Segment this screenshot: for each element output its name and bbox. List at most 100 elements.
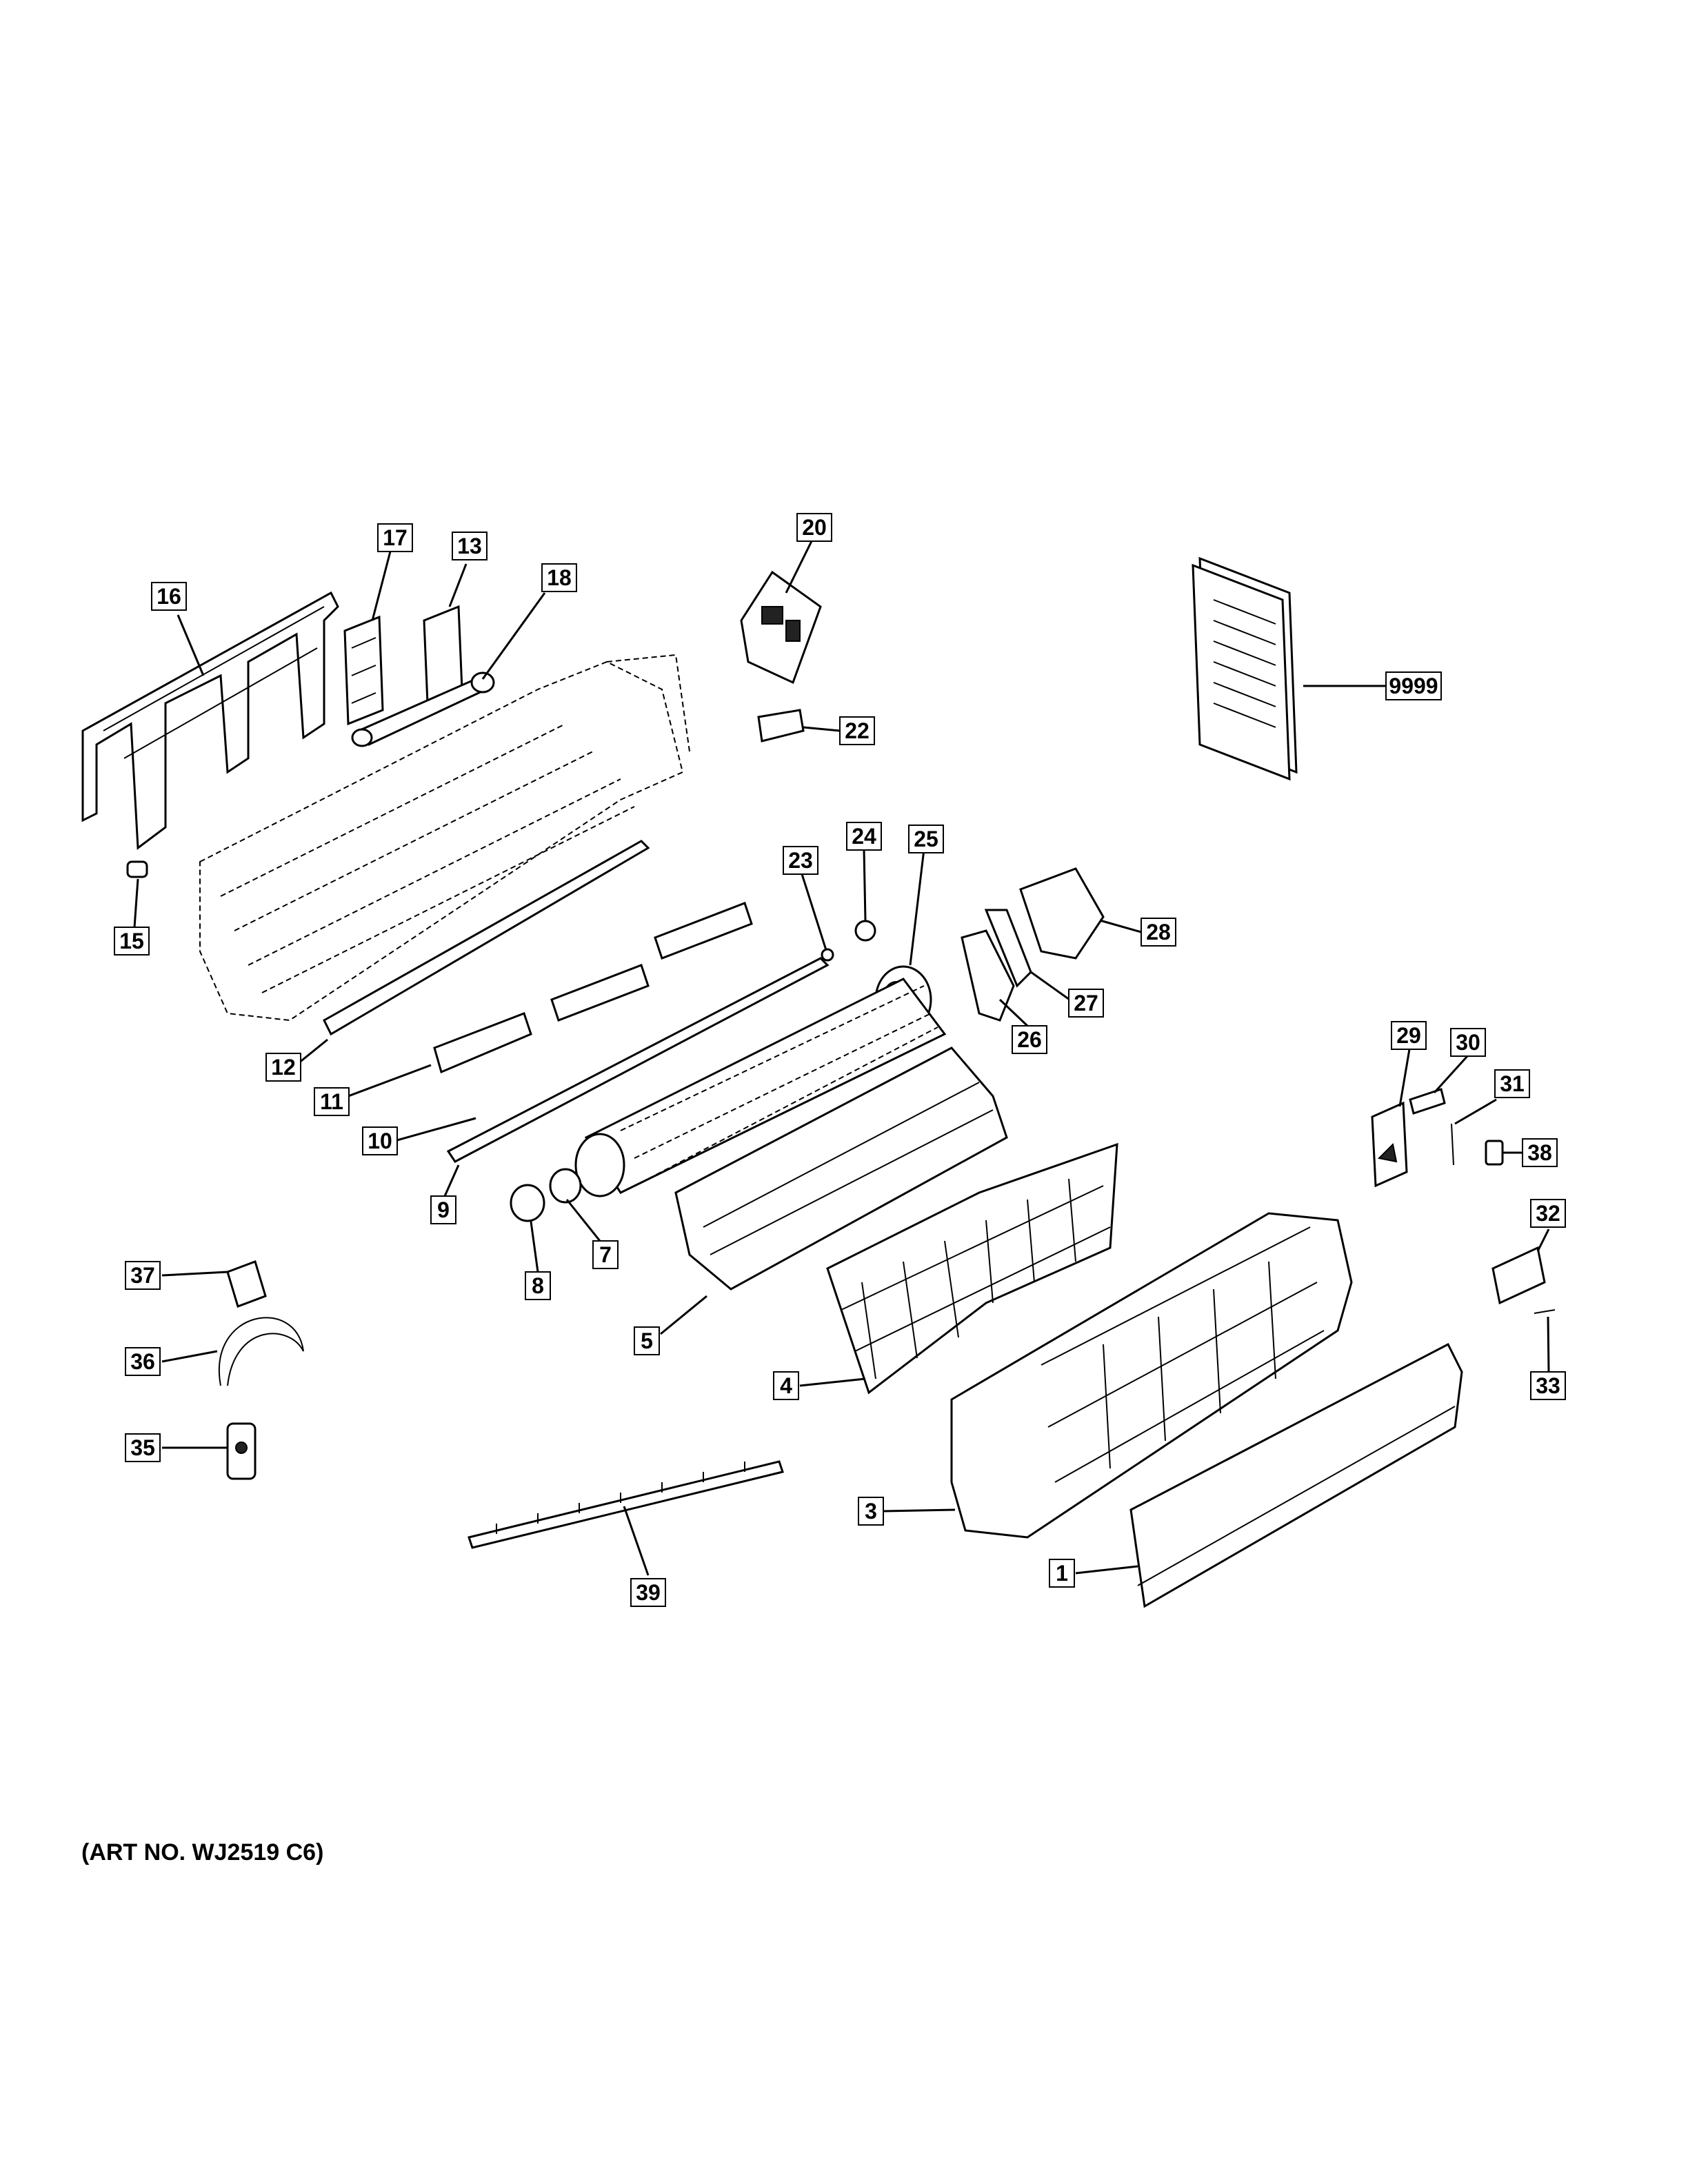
part-32-display-board <box>1491 1246 1546 1305</box>
part-29-cover <box>1371 1101 1408 1188</box>
part-23-pin <box>821 948 834 962</box>
callout-4: 4 <box>773 1371 799 1400</box>
callout-38: 38 <box>1522 1138 1558 1167</box>
svg-text:39: 39 <box>636 1580 661 1605</box>
svg-text:33: 33 <box>1536 1373 1560 1398</box>
callout-11: 11 <box>314 1087 350 1116</box>
svg-text:26: 26 <box>1017 1027 1042 1052</box>
callout-22: 22 <box>839 716 875 745</box>
svg-text:9: 9 <box>437 1197 450 1222</box>
callout-13: 13 <box>452 532 488 560</box>
svg-text:31: 31 <box>1500 1071 1525 1096</box>
svg-text:12: 12 <box>271 1055 296 1080</box>
svg-text:8: 8 <box>532 1273 544 1298</box>
svg-text:17: 17 <box>383 525 408 550</box>
callout-7: 7 <box>592 1240 619 1269</box>
part-12-rail <box>323 840 650 1036</box>
svg-text:9999: 9999 <box>1389 674 1438 698</box>
part-30-pad <box>1409 1088 1446 1115</box>
callout-17: 17 <box>377 523 413 552</box>
part-3-front-housing <box>950 1212 1353 1539</box>
part-11-louver-set <box>433 902 753 1074</box>
callout-23: 23 <box>783 846 818 875</box>
callout-28: 28 <box>1141 918 1176 947</box>
callout-16: 16 <box>151 582 187 611</box>
callout-39: 39 <box>630 1578 666 1607</box>
leader-lines <box>133 539 1550 1576</box>
part-35-remote-control <box>226 1422 257 1480</box>
part-24-bearing <box>854 920 876 942</box>
svg-text:27: 27 <box>1074 991 1098 1015</box>
part-38-connector <box>1485 1140 1504 1166</box>
svg-text:36: 36 <box>130 1349 155 1374</box>
part-39-strip <box>468 1460 784 1549</box>
callout-9: 9 <box>430 1195 456 1224</box>
callout-10: 10 <box>362 1126 398 1155</box>
callout-37: 37 <box>125 1261 161 1290</box>
svg-text:22: 22 <box>845 718 870 743</box>
part-22-terminal-block <box>757 709 805 742</box>
svg-text:15: 15 <box>119 929 144 953</box>
callout-36: 36 <box>125 1347 161 1376</box>
callout-15: 15 <box>114 927 150 956</box>
blower-wheel <box>574 978 947 1197</box>
part-18-drain-hose <box>351 671 495 747</box>
part-5-drain-pan <box>674 1046 1008 1291</box>
part-16-mounting-plate <box>81 591 339 850</box>
svg-text:24: 24 <box>852 824 876 849</box>
svg-text:28: 28 <box>1146 920 1171 944</box>
part-7-coupling <box>549 1168 582 1204</box>
part-9-linkage <box>446 957 830 1163</box>
callout-5: 5 <box>634 1326 660 1355</box>
part-17-bracket <box>343 615 384 726</box>
callout-1: 1 <box>1049 1559 1075 1588</box>
svg-text:7: 7 <box>599 1242 612 1267</box>
evaporator-chassis <box>199 654 690 1022</box>
svg-text:35: 35 <box>130 1435 155 1460</box>
svg-text:37: 37 <box>130 1263 155 1288</box>
svg-text:10: 10 <box>368 1129 392 1153</box>
callout-27: 27 <box>1068 989 1104 1018</box>
part-8-bearing-holder <box>510 1184 545 1222</box>
svg-text:29: 29 <box>1396 1023 1421 1048</box>
svg-text:20: 20 <box>802 515 827 540</box>
callout-30: 30 <box>1450 1028 1486 1057</box>
callout-3: 3 <box>858 1497 884 1526</box>
callout-31: 31 <box>1494 1069 1530 1098</box>
svg-text:18: 18 <box>547 565 572 590</box>
svg-text:32: 32 <box>1536 1201 1560 1226</box>
part-15-screw <box>126 860 148 878</box>
svg-text:38: 38 <box>1527 1140 1552 1165</box>
callout-25: 25 <box>908 825 944 853</box>
svg-text:23: 23 <box>788 848 813 873</box>
svg-text:13: 13 <box>457 534 482 558</box>
callout-9999: 9999 <box>1385 671 1442 700</box>
part-28-motor-cover <box>1019 867 1105 960</box>
part-33-sensor <box>1534 1309 1556 1314</box>
part-20-control-board <box>740 570 822 685</box>
svg-text:1: 1 <box>1056 1561 1068 1586</box>
callout-33: 33 <box>1530 1371 1566 1400</box>
svg-text:4: 4 <box>780 1373 792 1398</box>
callout-32: 32 <box>1530 1199 1566 1228</box>
callout-18: 18 <box>541 563 577 592</box>
callout-12: 12 <box>265 1053 301 1082</box>
svg-text:16: 16 <box>157 584 181 609</box>
part-1-front-panel <box>1129 1342 1463 1608</box>
svg-text:30: 30 <box>1456 1030 1480 1055</box>
part-37-screw-bag <box>226 1260 267 1308</box>
callout-8: 8 <box>525 1271 551 1300</box>
part-36-insulation-coil <box>219 1317 304 1386</box>
part-4-air-filter <box>826 1142 1118 1395</box>
callout-29: 29 <box>1391 1021 1427 1050</box>
svg-text:3: 3 <box>865 1499 877 1524</box>
callout-35: 35 <box>125 1433 161 1462</box>
svg-text:5: 5 <box>641 1328 653 1353</box>
callout-20: 20 <box>796 513 832 542</box>
callout-24: 24 <box>846 822 882 851</box>
svg-text:25: 25 <box>914 827 938 851</box>
part-26-motor-clamp <box>961 929 1015 1022</box>
art-number: (ART NO. WJ2519 C6) <box>81 1839 324 1866</box>
svg-text:11: 11 <box>320 1089 343 1114</box>
